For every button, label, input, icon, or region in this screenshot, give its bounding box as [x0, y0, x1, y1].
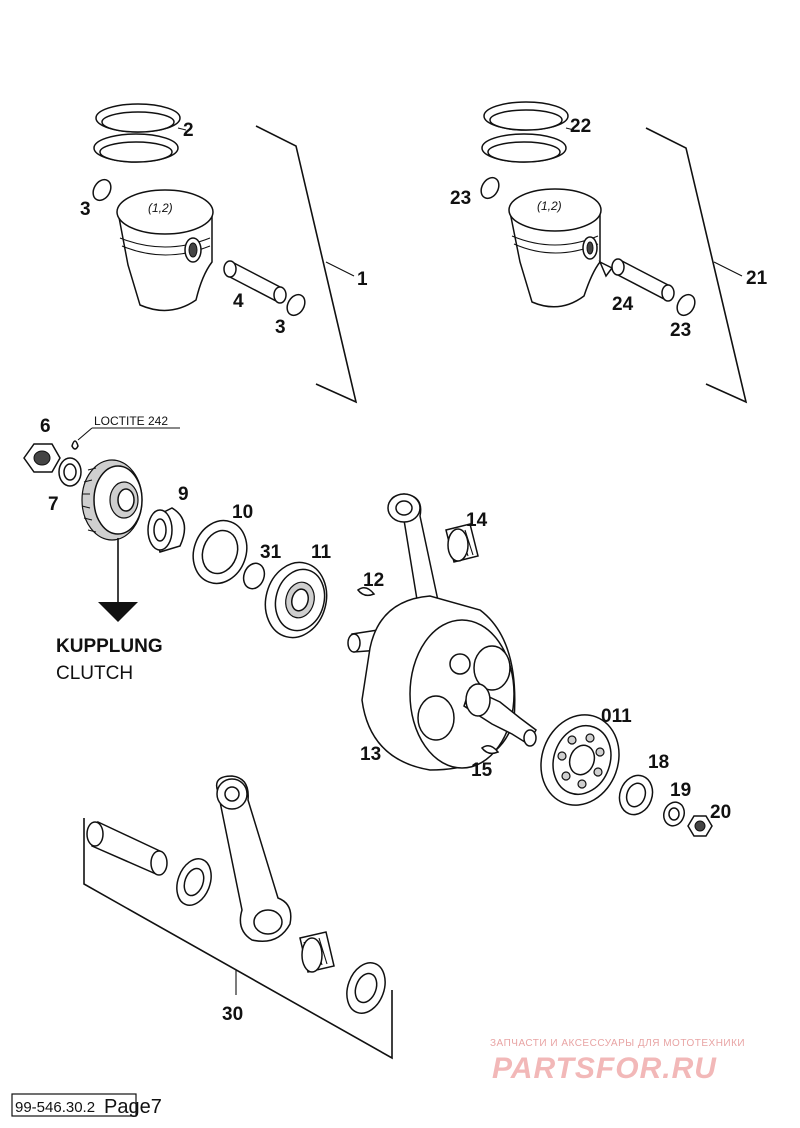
- callout-19: 19: [670, 780, 691, 801]
- piston-marking-left: (1,2): [148, 201, 173, 215]
- callout-24: 24: [612, 294, 634, 315]
- piston-marking-right: (1,2): [537, 199, 562, 213]
- woodruff-key-15: [480, 745, 500, 755]
- callout-9: 9: [178, 484, 189, 505]
- callout-2: 2: [183, 120, 194, 141]
- callout-11: 11: [311, 542, 332, 563]
- doc-number: 99-546.30.2: [15, 1099, 95, 1116]
- callout-30: 30: [222, 1004, 243, 1025]
- callout-14: 14: [466, 510, 488, 531]
- loctite-drop: [71, 440, 79, 450]
- callout-011: 011: [601, 706, 632, 727]
- clutch-arrow: [98, 602, 138, 622]
- callout-21: 21: [746, 268, 768, 289]
- callout-12: 12: [363, 570, 384, 591]
- callout-23-top: 23: [450, 188, 471, 209]
- callout-22: 22: [570, 116, 591, 137]
- clutch-label-en: CLUTCH: [56, 663, 133, 684]
- callout-4: 4: [233, 291, 244, 312]
- circlip-left-top: [92, 178, 112, 202]
- callout-6: 6: [40, 416, 51, 437]
- piston-assembly-left: (1,2) 1 2 3 4 3: [80, 103, 368, 404]
- conrod-30: [215, 775, 292, 942]
- conrod-kit-30: 30: [83, 775, 393, 1060]
- page-label: Page7: [104, 1096, 162, 1118]
- circlip-left-bottom: [286, 293, 306, 317]
- footer: 99-546.30.2 Page7: [11, 1093, 162, 1118]
- callout-3-bottom: 3: [275, 317, 286, 338]
- callout-18: 18: [648, 752, 669, 773]
- clutch-label-de: KUPPLUNG: [56, 636, 163, 657]
- loctite-label: LOCTITE 242: [94, 414, 168, 428]
- o-ring-31: [242, 562, 266, 590]
- callout-10: 10: [232, 502, 253, 523]
- callout-31: 31: [260, 542, 282, 563]
- callout-13: 13: [360, 744, 381, 765]
- callout-1: 1: [357, 269, 368, 290]
- callout-3-top: 3: [80, 199, 91, 220]
- woodruff-key-12: [356, 587, 376, 597]
- primary-gear: [81, 459, 143, 541]
- clutch-side-parts: LOCTITE 242 KUPPLUNG CLUTCH 6 7: [23, 414, 332, 684]
- callout-20: 20: [710, 802, 731, 823]
- watermark-tagline: ЗАПЧАСТИ И АКСЕССУАРЫ ДЛЯ МОТОТЕХНИКИ: [490, 1038, 745, 1049]
- piston-assembly-right: (1,2) 21 22 23 24 23: [450, 101, 768, 404]
- crankshaft-assembly: 12 14 13 15 011 18 19 20: [347, 493, 731, 837]
- watermark-brand: PARTSFOR.RU: [492, 1052, 717, 1085]
- callout-7: 7: [48, 494, 59, 515]
- watermark: ЗАПЧАСТИ И АКСЕССУАРЫ ДЛЯ МОТОТЕХНИКИ PA…: [490, 1038, 745, 1085]
- needle-bearing-14: [445, 523, 479, 563]
- callout-15: 15: [471, 760, 493, 781]
- callout-23-bottom: 23: [670, 320, 691, 341]
